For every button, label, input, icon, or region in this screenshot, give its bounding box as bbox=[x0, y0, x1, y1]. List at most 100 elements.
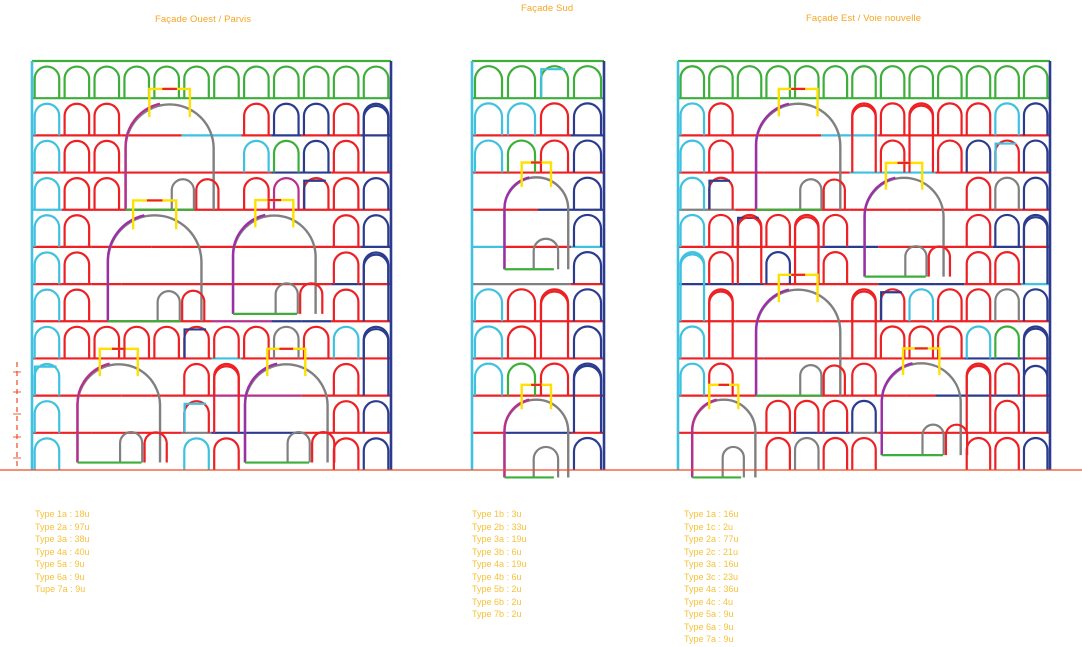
arch-unit bbox=[1022, 364, 1049, 433]
arch-unit bbox=[1022, 288, 1049, 322]
great-arch-subarch bbox=[311, 431, 336, 463]
arch-unit bbox=[572, 288, 603, 322]
great-arch-jamb bbox=[503, 176, 530, 270]
legend-row: Type 1b : 3u bbox=[472, 509, 522, 519]
arch-unit bbox=[908, 288, 935, 322]
great-arch-subarch bbox=[799, 364, 823, 396]
arch-unit bbox=[33, 139, 61, 173]
arch-unit bbox=[272, 102, 300, 136]
legend-row: Type 4b : 6u bbox=[472, 571, 522, 582]
arch-unit bbox=[63, 102, 91, 136]
arch-unit bbox=[994, 437, 1020, 470]
arch-unit bbox=[708, 102, 734, 136]
arch-unit bbox=[994, 399, 1020, 433]
arch-unit bbox=[362, 400, 390, 433]
arch-unit bbox=[332, 177, 360, 210]
great-arch bbox=[231, 214, 317, 314]
arch-unit bbox=[183, 437, 210, 470]
great-arch-jamb bbox=[243, 362, 278, 463]
arch-unit bbox=[822, 251, 849, 285]
arch-unit bbox=[33, 325, 61, 359]
legend-row: Type 1c : 2u bbox=[684, 521, 734, 532]
arch-unit bbox=[33, 362, 61, 396]
arch-unit bbox=[708, 362, 734, 396]
legend-row: Type 4c : 4u bbox=[684, 596, 734, 607]
arch-unit bbox=[1022, 216, 1049, 285]
arch-unit bbox=[1022, 102, 1049, 136]
arch-unit bbox=[63, 65, 91, 99]
great-arch-subarch bbox=[822, 178, 846, 210]
legend-row: Type 1a : 16u bbox=[684, 509, 739, 519]
great-arch-jamb bbox=[754, 288, 790, 396]
great-arch-subarch bbox=[143, 431, 168, 463]
arch-unit bbox=[679, 139, 706, 173]
arch-unit bbox=[506, 65, 537, 99]
arch-unit bbox=[994, 251, 1020, 285]
arch-unit bbox=[93, 139, 121, 173]
arch-unit bbox=[851, 104, 877, 173]
arch-unit bbox=[332, 251, 360, 285]
arch-unit bbox=[332, 288, 360, 322]
arch-unit bbox=[93, 65, 121, 99]
arch-unit bbox=[1022, 176, 1049, 210]
great-arch bbox=[754, 288, 842, 396]
arch-unit bbox=[272, 325, 300, 359]
arch-unit bbox=[679, 325, 706, 359]
arch-unit bbox=[572, 436, 603, 470]
arch-unit bbox=[332, 325, 360, 359]
legend-row: Type 2b : 33u bbox=[472, 521, 527, 532]
arch-unit bbox=[736, 65, 763, 99]
great-arch bbox=[243, 363, 329, 463]
great-arch-subarch bbox=[721, 445, 745, 478]
arch-unit bbox=[473, 102, 504, 136]
arch-unit bbox=[539, 290, 570, 359]
arch-unit bbox=[539, 65, 570, 99]
arch-unit bbox=[183, 325, 210, 359]
arch-unit bbox=[213, 365, 240, 433]
legend-row: Tupe 7a : 9u bbox=[35, 584, 86, 595]
great-arch-subarch bbox=[799, 178, 823, 210]
arch-unit bbox=[851, 290, 877, 359]
arch-unit bbox=[937, 65, 963, 99]
arch-unit bbox=[506, 139, 537, 173]
arch-unit bbox=[63, 139, 91, 173]
arch-unit bbox=[506, 362, 537, 396]
arch-unit bbox=[473, 139, 504, 173]
great-arch bbox=[76, 363, 162, 463]
arch-unit bbox=[572, 325, 603, 359]
arch-unit bbox=[506, 102, 537, 136]
great-arch bbox=[754, 102, 842, 210]
arch-unit bbox=[879, 65, 906, 99]
arch-unit bbox=[965, 288, 992, 322]
legend-row: Type 3c : 23u bbox=[684, 571, 739, 582]
arch-unit bbox=[572, 102, 603, 136]
arch-unit bbox=[994, 288, 1020, 322]
legend-row: Type 3a : 19u bbox=[472, 534, 527, 545]
great-arch-jamb bbox=[690, 398, 718, 478]
arch-unit bbox=[362, 328, 390, 396]
arch-unit bbox=[213, 325, 240, 359]
arch-unit bbox=[994, 65, 1020, 99]
arch-unit bbox=[473, 362, 504, 396]
arch-unit bbox=[679, 176, 706, 210]
arch-unit bbox=[965, 176, 992, 210]
arch-unit bbox=[965, 139, 992, 173]
bracket-accent bbox=[540, 68, 566, 98]
arch-unit bbox=[63, 325, 91, 359]
arch-unit bbox=[1022, 327, 1049, 396]
arch-unit bbox=[183, 400, 210, 433]
arch-unit bbox=[822, 399, 849, 433]
arch-unit bbox=[994, 325, 1020, 359]
arch-unit bbox=[793, 399, 820, 433]
facade-east-title: Façade Est / Voie nouvelle bbox=[806, 13, 922, 24]
great-arch-crown bbox=[520, 383, 553, 410]
legend-row: Type 5a : 9u bbox=[35, 559, 85, 570]
arch-unit bbox=[473, 325, 504, 359]
arch-unit bbox=[679, 65, 706, 99]
arch-unit bbox=[572, 139, 603, 173]
arch-unit bbox=[33, 65, 61, 99]
arch-unit bbox=[572, 251, 603, 285]
arch-unit bbox=[362, 253, 390, 322]
arch-unit bbox=[937, 102, 963, 136]
